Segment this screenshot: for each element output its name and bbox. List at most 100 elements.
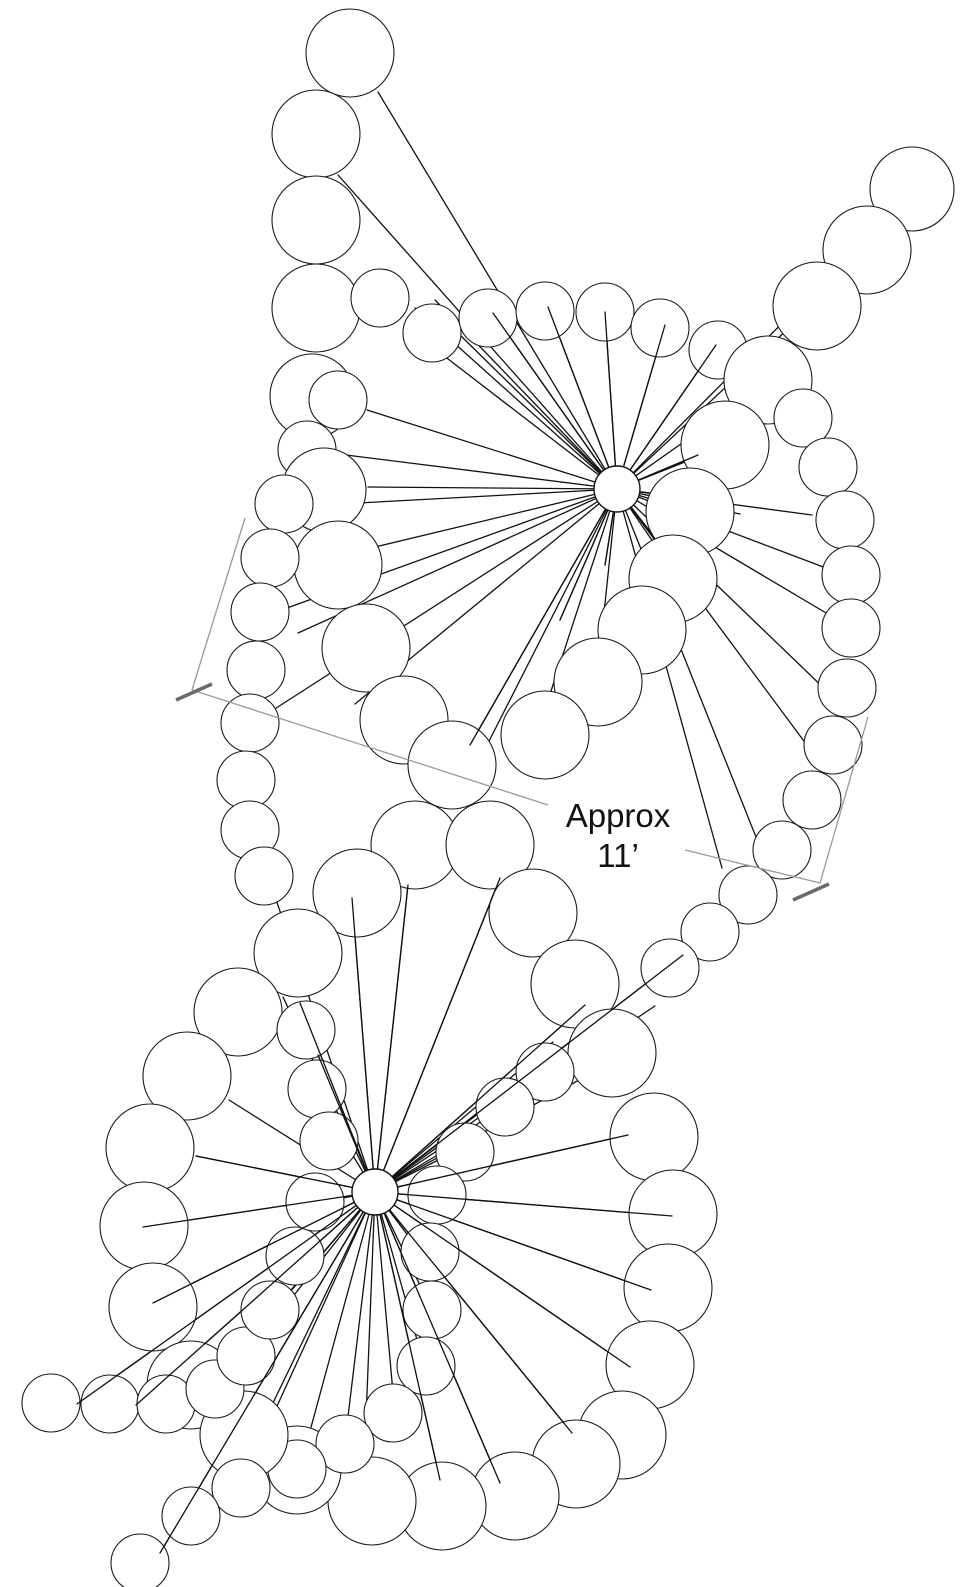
bubble-10 (293, 520, 383, 610)
bubble-80 (142, 1031, 232, 1121)
upper-spoke-15 (481, 488, 618, 756)
bubble-78 (315, 1414, 375, 1474)
overlay-spoke-16 (374, 1004, 586, 1193)
upper-spoke-43 (460, 335, 618, 490)
bubble-19 (234, 846, 294, 906)
bubble-39 (500, 690, 590, 780)
bubble-37 (821, 598, 881, 658)
bubble-17 (216, 750, 276, 810)
bubble-42 (782, 770, 842, 830)
upper-spoke-5 (366, 409, 618, 490)
bubble-21 (402, 303, 462, 363)
bubble-90 (80, 1374, 140, 1434)
upper-spoke-6 (321, 451, 618, 490)
bubble-35 (821, 545, 881, 605)
overlay-spoke-26 (152, 1191, 376, 1304)
bubble-38 (817, 658, 877, 718)
bubble-29 (773, 388, 833, 448)
bubble-59 (287, 1059, 347, 1119)
overlay-spoke-30 (135, 1191, 376, 1406)
bubble-22 (458, 288, 518, 348)
bubble-97 (299, 1111, 359, 1171)
dimension-label-line2: 11’ (597, 837, 639, 874)
bubble-13 (321, 603, 411, 693)
overlay-spoke-7 (616, 324, 666, 490)
overlay-spoke-15 (374, 877, 501, 1193)
lower-spoke-29 (346, 1191, 376, 1426)
spoke-overlay (76, 306, 717, 1554)
overlay-spoke-10 (492, 312, 618, 490)
bubble-77 (363, 1383, 423, 1443)
bubble-76 (396, 1336, 456, 1396)
bubble-11 (240, 528, 300, 588)
bubble-70 (515, 1042, 575, 1102)
bubble-89 (21, 1373, 81, 1433)
overlay-spoke-19 (374, 1191, 673, 1217)
bubble-57 (193, 967, 283, 1057)
lower-spoke-14 (374, 1107, 493, 1193)
bubble-31 (798, 437, 858, 497)
overlay-spoke-27 (142, 1191, 376, 1228)
dimension-line-left (191, 517, 549, 806)
overlay-spoke-20 (374, 1191, 652, 1291)
bubble-56 (567, 1008, 657, 1098)
bubble-83 (108, 1262, 198, 1352)
bubble-49 (772, 261, 862, 351)
bubble-52 (312, 848, 402, 938)
bubble-23 (515, 281, 575, 341)
upper-hub (593, 465, 641, 513)
overlay-spoke-28 (195, 1155, 376, 1193)
bubble-1 (305, 8, 395, 98)
overlay-spoke-8 (604, 311, 618, 490)
bubble-96 (285, 1172, 345, 1232)
dimension-line-right (684, 716, 869, 884)
dimension-tick-right (792, 882, 830, 902)
overlay-spoke-12 (317, 1054, 376, 1193)
bubble-51 (445, 800, 535, 890)
overlay-spoke-24 (374, 1191, 441, 1481)
upper-spoke-7 (367, 486, 618, 490)
lower-spoke-27 (374, 1191, 396, 1416)
overlay-spoke-29 (76, 1191, 376, 1405)
bubble-12 (230, 582, 290, 642)
bubble-55 (530, 939, 620, 1029)
bubble-82 (99, 1181, 189, 1271)
upper-spoke-12 (269, 488, 618, 713)
bubble-25 (630, 298, 690, 358)
overlay-spoke-25 (159, 1191, 376, 1554)
upper-spoke-4 (425, 341, 618, 490)
bubble-60 (609, 1092, 699, 1182)
bubble-20 (350, 268, 410, 328)
bubble-47 (869, 146, 955, 232)
dimension-indicator (175, 517, 869, 902)
overlay-spoke-13 (351, 897, 376, 1193)
overlay-spoke-14 (374, 884, 409, 1193)
bubble-94 (240, 1280, 300, 1340)
overlay-spoke-9 (547, 306, 618, 490)
bubble-62 (623, 1243, 713, 1333)
overlay-spoke-1 (559, 488, 618, 621)
dimension-label-line1: Approx (565, 797, 671, 834)
bubble-2 (271, 89, 361, 179)
dimension-tick-left (175, 682, 213, 702)
overlay-spoke-17 (374, 954, 684, 1193)
bubble-58 (276, 1000, 336, 1060)
bubble-53 (488, 868, 578, 958)
bubble-88 (110, 1533, 170, 1587)
bubble-14 (226, 640, 286, 700)
bubble-46 (640, 938, 700, 998)
bubble-95 (265, 1226, 325, 1286)
overlay-spoke-2 (469, 488, 618, 746)
bubble-3 (271, 175, 361, 265)
overlay-spoke-21 (374, 1191, 631, 1368)
overlay-spoke-22 (374, 1191, 573, 1434)
overlay-spoke-6 (616, 344, 717, 490)
upper-spoke-30 (616, 488, 723, 869)
bubble-71 (475, 1077, 535, 1137)
dimension-label: Approx 11’ (548, 796, 688, 876)
bubble-40 (803, 715, 863, 775)
bubble-41 (407, 720, 497, 810)
bubble-54 (253, 908, 343, 998)
bubble-87 (161, 1486, 221, 1546)
